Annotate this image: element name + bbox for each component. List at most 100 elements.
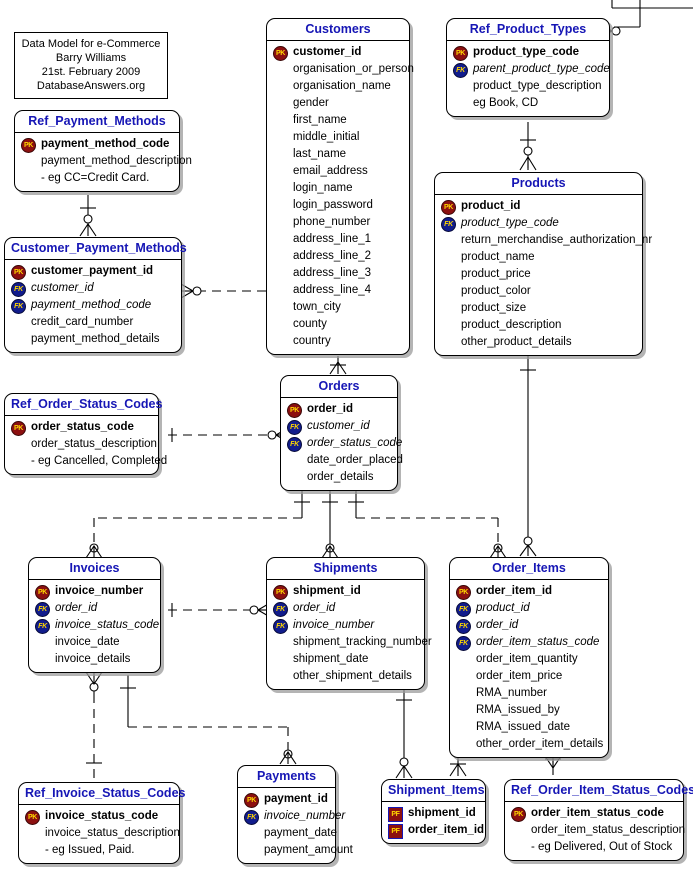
attribute-row: RMA_number	[455, 685, 603, 702]
attribute-label: product_id	[461, 200, 521, 212]
attribute-row: eg Book, CD	[452, 95, 604, 112]
attribute-label: customer_payment_id	[31, 265, 154, 277]
attribute-row: country	[272, 333, 404, 350]
attribute-label: order_details	[307, 471, 374, 483]
attribute-label: shipment_id	[408, 807, 476, 819]
attribute-row: product_description	[440, 317, 637, 334]
primary-key-icon: PK	[273, 585, 288, 600]
attribute-row: FK product_id	[455, 600, 603, 617]
attribute-row: product_price	[440, 266, 637, 283]
attribute-label: invoice_number	[293, 619, 375, 631]
attribute-row: first_name	[272, 112, 404, 129]
attribute-row: payment_date	[243, 825, 337, 842]
attribute-label: invoice_details	[55, 653, 131, 665]
relation-orders-shipments	[321, 489, 339, 559]
primary-key-icon: PK	[21, 138, 36, 153]
attribute-label: order_id	[293, 602, 336, 614]
attribute-label: payment_method_description	[41, 155, 192, 167]
attribute-row: email_address	[272, 163, 404, 180]
attribute-label: RMA_issued_date	[476, 721, 570, 733]
relation-orders-invoices	[85, 489, 310, 559]
attribute-label: first_name	[293, 114, 347, 126]
relation-products-orderitems	[519, 355, 537, 557]
foreign-key-icon: FK	[11, 282, 26, 297]
attribute-row: payment_method_details	[10, 331, 176, 348]
attribute-label: order_id	[476, 619, 519, 631]
attribute-label: payment_amount	[264, 844, 353, 856]
attribute-label: invoice_number	[264, 810, 346, 822]
attribute-label: - eg Issued, Paid.	[45, 844, 135, 856]
primary-key-icon: PK	[25, 810, 40, 825]
attribute-label: phone_number	[293, 216, 371, 228]
attribute-label: order_item_id	[408, 824, 485, 836]
attribute-label: - eg Delivered, Out of Stock	[531, 841, 673, 853]
attribute-row: invoice_status_description	[24, 825, 180, 842]
attribute-label: address_line_4	[293, 284, 372, 296]
attribute-row: address_line_4	[272, 282, 404, 299]
entity-title-ref_product_types: Ref_Product_Types	[447, 19, 609, 41]
foreign-key-icon: FK	[287, 437, 302, 452]
foreign-key-icon: FK	[456, 602, 471, 617]
attribute-label: customer_id	[31, 282, 94, 294]
relation-refproducttypes-products	[519, 122, 537, 171]
entity-title-order_items: Order_Items	[450, 558, 608, 580]
attribute-label: customer_id	[293, 46, 362, 58]
attribute-label: product_type_code	[473, 46, 580, 58]
primary-key-icon: PK	[511, 807, 526, 822]
attribute-label: order_item_price	[476, 670, 563, 682]
attribute-row: invoice_date	[34, 634, 155, 651]
attribute-label: order_status_code	[307, 437, 403, 449]
attribute-row: return_merchandise_authorization_nr	[440, 232, 652, 249]
attribute-row: - eg CC=Credit Card.	[20, 170, 174, 187]
attribute-label: product_price	[461, 268, 531, 280]
attribute-label: eg Book, CD	[473, 97, 539, 109]
foreign-key-icon: FK	[453, 63, 468, 78]
attribute-row: order_item_price	[455, 668, 603, 685]
attribute-row: address_line_2	[272, 248, 404, 265]
attribute-row: shipment_date	[272, 651, 419, 668]
attribute-row: county	[272, 316, 404, 333]
attribute-row: product_type_description	[452, 78, 604, 95]
attribute-label: product_id	[476, 602, 530, 614]
attribute-row: other_shipment_details	[272, 668, 419, 685]
attribute-label: other_order_item_details	[476, 738, 604, 750]
relation-refinvoicestatuscodes-invoices	[85, 671, 103, 778]
attribute-label: order_item_id	[476, 585, 553, 597]
attribute-row: town_city	[272, 299, 404, 316]
attribute-row: gender	[272, 95, 404, 112]
primary-key-icon: PK	[11, 265, 26, 280]
foreign-key-icon: FK	[35, 602, 50, 617]
